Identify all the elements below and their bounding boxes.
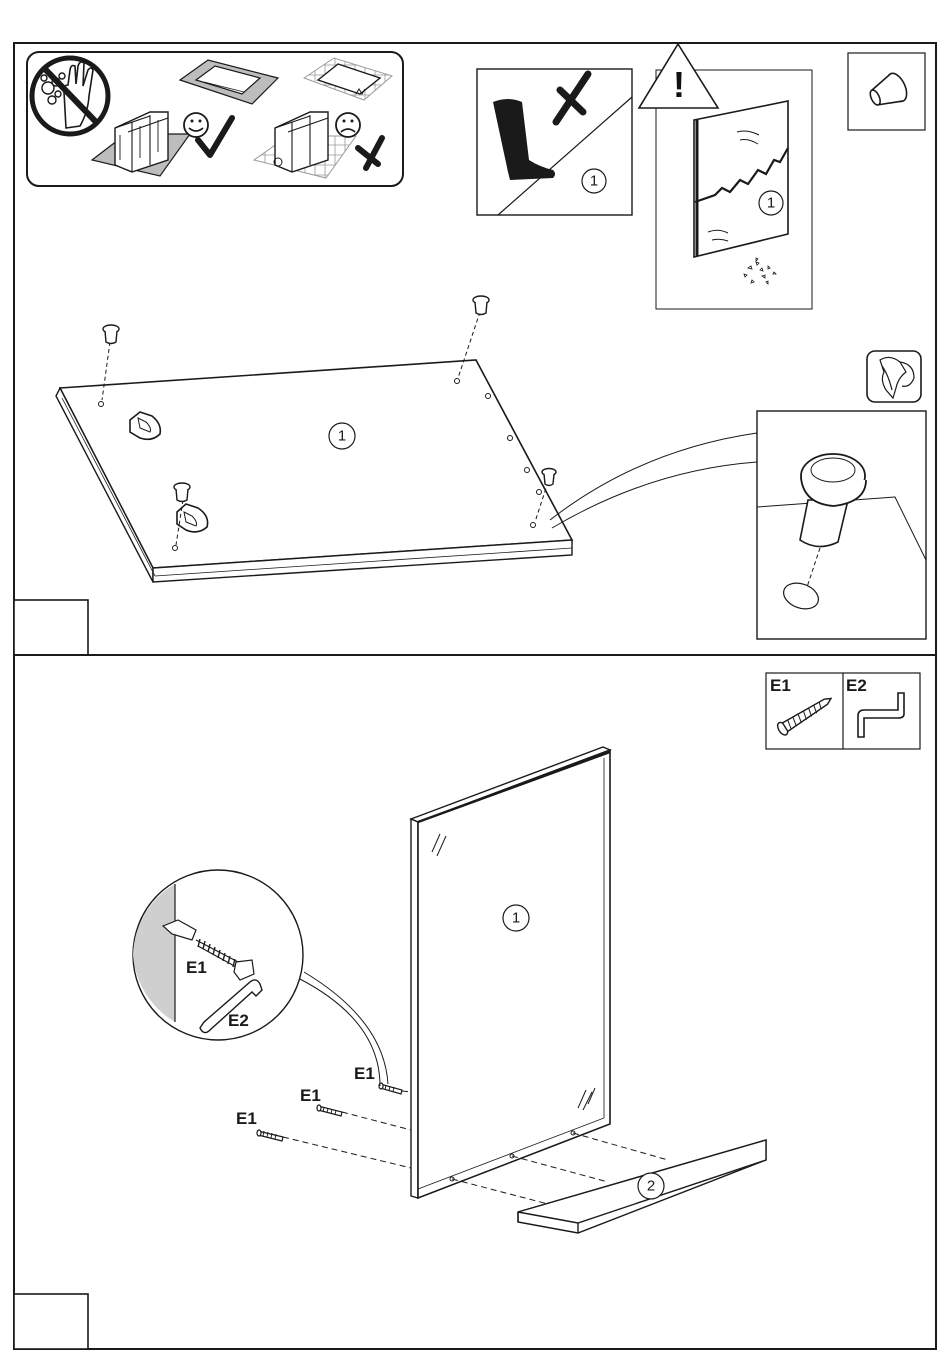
bumper-detail-callout (757, 411, 926, 639)
fragile-mirror-warning: ! 1 (639, 44, 812, 309)
screw-label-1: E1 (236, 1109, 257, 1128)
callout-screw-label: E1 (186, 958, 207, 977)
smiley-happy-icon (184, 113, 208, 137)
fitting-key-label: E2 (846, 676, 867, 695)
handling-guidance-box (27, 52, 403, 186)
mirror-warning-part-number: 1 (767, 195, 775, 212)
base-part-number: 2 (647, 1178, 655, 1195)
mirror-panel: 1 (411, 747, 610, 1198)
mirror-part-number: 1 (512, 910, 520, 927)
callout-key-label: E2 (228, 1011, 249, 1030)
boot-part-number: 1 (590, 173, 598, 190)
screw-label-3: E1 (354, 1064, 375, 1083)
step-1-number-box (14, 600, 88, 655)
bumper-fitting-box (848, 53, 925, 130)
step-1-panel: 1 ! 1 (14, 43, 936, 655)
screw-label-2: E1 (300, 1086, 321, 1105)
board-part-number: 1 (338, 428, 346, 445)
fittings-box: E1 E2 (766, 673, 920, 749)
step-2-panel: E1 E2 1 (14, 655, 936, 1349)
protective-glove-icon (867, 351, 921, 402)
screw-detail-callout: E1 E2 (133, 870, 303, 1040)
fitting-screw-label: E1 (770, 676, 791, 695)
step-2-number-box (14, 1294, 88, 1349)
no-touch-icon (32, 58, 108, 134)
smiley-sad-icon (336, 113, 360, 137)
boot-warning-box: 1 (477, 69, 632, 215)
warning-exclamation: ! (673, 64, 685, 105)
